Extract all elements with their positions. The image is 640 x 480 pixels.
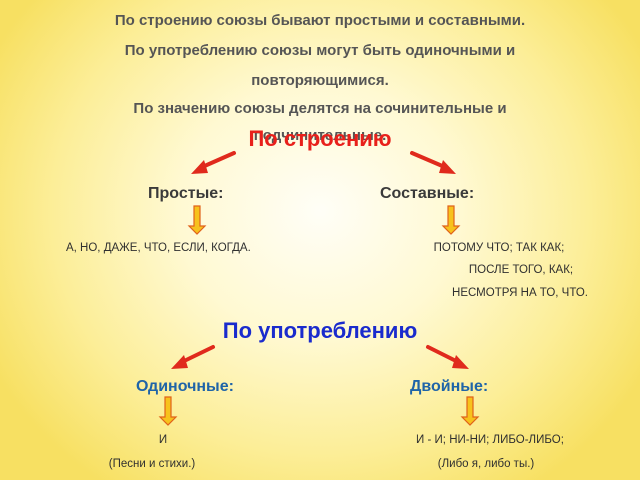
intro-line-5: подчинительные. [253, 127, 387, 144]
yellow-arrow-compound [441, 205, 461, 235]
compound-label: Составные: [380, 185, 475, 202]
structure-heading: По строению [248, 126, 392, 151]
compound-example-3: НЕСМОТРЯ НА ТО, ЧТО. [452, 287, 588, 299]
yellow-arrow-double [460, 396, 480, 426]
intro-line-2: По употреблению союзы могут быть одиночн… [124, 42, 516, 59]
yellow-arrow-single [158, 396, 178, 426]
compound-example-1: ПОТОМУ ЧТО; ТАК КАК; [433, 242, 565, 254]
intro-line-4: По значению союзы делятся на сочинительн… [133, 100, 507, 117]
single-label: Одиночные: [136, 378, 234, 395]
intro-line-1: По строению союзы бывают простыми и сост… [114, 12, 526, 29]
simple-examples: А, НО, ДАЖЕ, ЧТО, ЕСЛИ, КОГДА. [66, 242, 251, 254]
double-example-2: (Либо я, либо ты.) [437, 458, 535, 470]
compound-example-2: ПОСЛЕ ТОГО, КАК; [468, 264, 574, 276]
single-example-1: И [158, 434, 168, 446]
yellow-arrow-simple [187, 205, 207, 235]
single-example-2: (Песни и стихи.) [108, 458, 196, 470]
red-arrow-usage-left [171, 345, 215, 369]
intro-line-3: повторяющимися. [251, 72, 389, 89]
usage-heading: По употреблению [222, 318, 418, 343]
double-example-1: И - И; НИ-НИ; ЛИБО-ЛИБО; [416, 434, 564, 446]
red-arrow-structure-right [410, 151, 456, 174]
double-label: Двойные: [410, 378, 489, 395]
simple-label: Простые: [148, 185, 224, 202]
red-arrow-usage-right [426, 345, 469, 369]
red-arrow-structure-left [191, 151, 236, 174]
